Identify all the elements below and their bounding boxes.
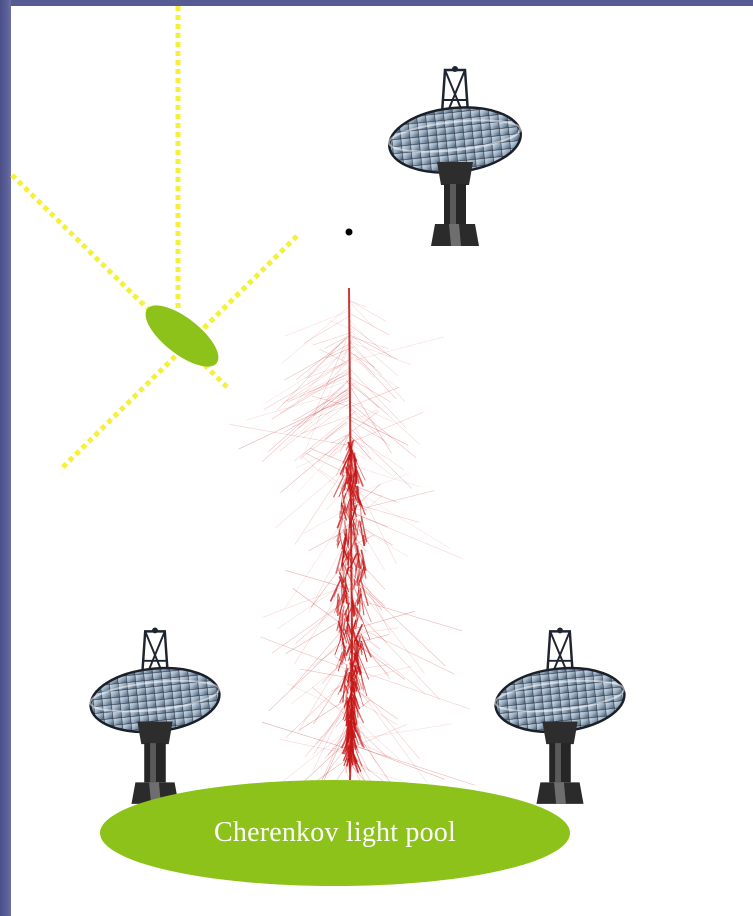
radio-telescope-icon [86,626,224,806]
radio-telescope-icon [384,64,526,248]
camera-image-ellipse [145,305,219,367]
slide-frame-top [0,0,753,6]
telescope-top [384,64,526,248]
slide-frame-left [0,0,11,916]
air-shower [229,287,476,865]
radio-telescope-icon [491,626,629,806]
telescope-left [86,626,224,806]
cherenkov-light-pool [100,780,570,886]
primary-particle-dot [345,228,353,236]
light-rays [10,6,299,472]
telescope-right [491,626,629,806]
